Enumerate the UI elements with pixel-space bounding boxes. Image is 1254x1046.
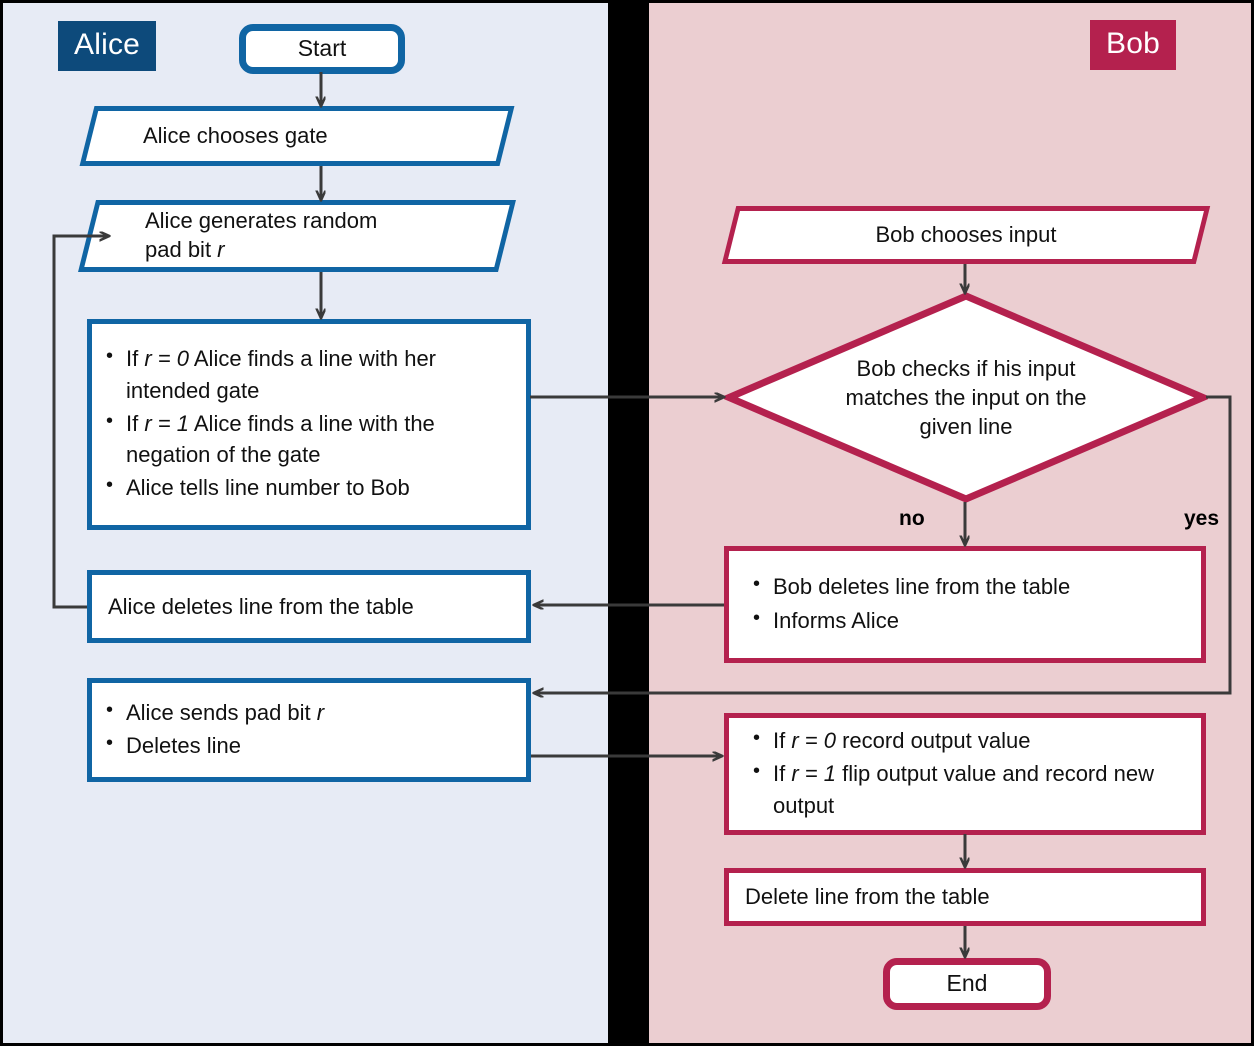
lane-label-alice: Alice	[58, 21, 157, 71]
bullet-post: flip output value and record new output	[773, 761, 1154, 818]
bullet-pre: Bob deletes line from the table	[773, 574, 1071, 600]
node-alice-delete-line[interactable]: Alice deletes line from the table	[87, 570, 531, 643]
list-item: Alice sends pad bit r	[106, 696, 512, 728]
list-item: If r = 1 flip output value and record ne…	[753, 757, 1179, 820]
pad-bit-variable: r	[217, 237, 225, 262]
node-bob-delete-inform[interactable]: Bob deletes line from the table Informs …	[724, 546, 1206, 663]
node-bob-delete-table[interactable]: Delete line from the table	[724, 868, 1206, 926]
node-bob-chooses-input[interactable]: Bob chooses input	[721, 206, 1211, 264]
node-alice-delete-line-label: Alice deletes line from the table	[108, 593, 414, 619]
list-item: If r = 0 Alice finds a line with her int…	[106, 342, 512, 405]
node-bob-delete-table-label: Delete line from the table	[745, 884, 990, 909]
node-start-label: Start	[297, 35, 347, 62]
node-alice-random-pad-text: Alice generates random pad bit r	[87, 200, 507, 272]
bullet-pre: Informs Alice	[773, 607, 899, 633]
list-item: Alice tells line number to Bob	[106, 471, 512, 503]
node-bob-record-output[interactable]: If r = 0 record output value If r = 1 fl…	[724, 713, 1206, 835]
node-alice-random-pad[interactable]: Alice generates random pad bit r	[78, 200, 516, 272]
node-start[interactable]: Start	[239, 24, 405, 74]
node-bob-decision[interactable]: Bob checks if his input matches the inpu…	[724, 291, 1208, 504]
node-bob-decision-label: Bob checks if his input matches the inpu…	[845, 355, 1087, 440]
node-bob-delete-inform-list: Bob deletes line from the table Informs …	[729, 570, 1201, 637]
bullet-pre: If	[773, 728, 792, 754]
node-bob-record-output-list: If r = 0 record output value If r = 1 fl…	[729, 724, 1201, 823]
node-alice-find-line-list: If r = 0 Alice finds a line with her int…	[92, 342, 526, 505]
list-item: If r = 1 Alice finds a line with the neg…	[106, 407, 512, 470]
list-item: Bob deletes line from the table	[753, 570, 1187, 602]
node-end[interactable]: End	[883, 958, 1051, 1010]
bullet-post: Alice tells line number to Bob	[126, 475, 410, 501]
bullet-pre: If	[126, 346, 145, 372]
node-alice-send-pad-list: Alice sends pad bit r Deletes line	[92, 696, 526, 763]
edge-label-yes: yes	[1184, 507, 1220, 530]
lane-label-bob: Bob	[1090, 20, 1176, 70]
bullet-pre: If	[773, 761, 792, 787]
bullet-post: record output value	[835, 728, 1031, 754]
bullet-variable: r	[316, 699, 325, 725]
pad-bit-text: pad bit	[145, 237, 218, 262]
bullet-post: Alice finds a line with her intended gat…	[126, 346, 437, 403]
bullet-variable: r = 1	[791, 761, 836, 787]
node-alice-find-line[interactable]: If r = 0 Alice finds a line with her int…	[87, 319, 531, 530]
bullet-post: Alice finds a line with the negation of …	[126, 410, 435, 468]
bullet-variable: r = 0	[791, 728, 836, 754]
node-bob-chooses-input-label: Bob chooses input	[875, 221, 1057, 247]
lane-divider	[608, 3, 649, 1043]
list-item: Informs Alice	[753, 603, 1187, 636]
list-item: If r = 0 record output value	[753, 724, 1179, 756]
node-alice-chooses-gate-label: Alice chooses gate	[143, 122, 328, 148]
node-alice-random-pad-line1: Alice generates random	[145, 208, 378, 234]
node-end-label: End	[946, 970, 988, 997]
bullet-variable: r = 0	[144, 346, 189, 372]
bullet-variable: r = 1	[144, 410, 189, 436]
bullet-pre: Deletes line	[126, 733, 241, 758]
list-item: Deletes line	[106, 729, 512, 761]
node-alice-chooses-gate[interactable]: Alice chooses gate	[79, 106, 515, 166]
bullet-pre: Alice sends pad bit	[126, 699, 317, 725]
edge-label-no: no	[899, 507, 925, 530]
node-alice-random-pad-line2: pad bit r	[145, 236, 507, 265]
node-alice-send-pad[interactable]: Alice sends pad bit r Deletes line	[87, 678, 531, 782]
bullet-pre: If	[126, 410, 145, 436]
